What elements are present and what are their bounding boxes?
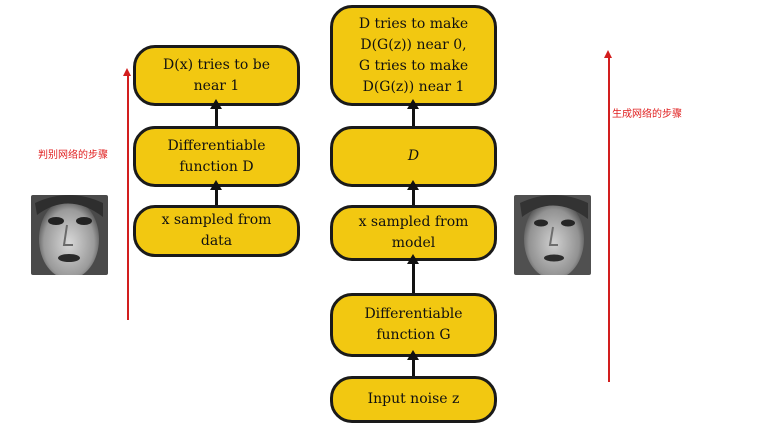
g-arrow-4 xyxy=(407,99,419,126)
d-output-box: D(x) tries to be near 1 xyxy=(133,45,300,106)
discriminator-step-arrow xyxy=(124,68,130,320)
g-arrow-3 xyxy=(407,180,419,205)
g-noise-text: Input noise z xyxy=(367,391,460,407)
g-output-text: D tries to make D(G(z)) near 0, G tries … xyxy=(358,15,469,95)
d-output-text: D(x) tries to be near 1 xyxy=(163,56,270,94)
generator-note: 生成网络的步骤 xyxy=(612,109,682,120)
d-arrow-1 xyxy=(210,180,222,205)
face-photo-left xyxy=(31,195,108,275)
face-left-graphic xyxy=(31,195,108,275)
g-sample-text: x sampled from model xyxy=(358,214,469,251)
g-sample-box: x sampled from model xyxy=(330,205,497,261)
generator-step-arrow xyxy=(605,50,611,382)
g-function-box: Differentiable function G xyxy=(330,293,497,357)
g-arrow-2 xyxy=(407,254,419,293)
d-input-text: x sampled from data xyxy=(161,212,272,249)
d-input-box: x sampled from data xyxy=(133,205,300,257)
face-photo-right xyxy=(514,195,591,275)
g-noise-box: Input noise z xyxy=(330,376,497,423)
discriminator-note: 判别网络的步骤 xyxy=(38,150,108,161)
face-right-graphic xyxy=(514,195,591,275)
g-output-box: D tries to make D(G(z)) near 0, G tries … xyxy=(330,5,497,106)
g-d-box: D xyxy=(330,126,497,187)
g-function-text: Differentiable function G xyxy=(364,306,463,343)
d-function-box: Differentiable function D xyxy=(133,126,300,187)
g-arrow-1 xyxy=(407,350,419,376)
g-d-text: D xyxy=(407,148,420,164)
d-function-text: Differentiable function D xyxy=(167,137,266,175)
d-arrow-2 xyxy=(210,99,222,126)
